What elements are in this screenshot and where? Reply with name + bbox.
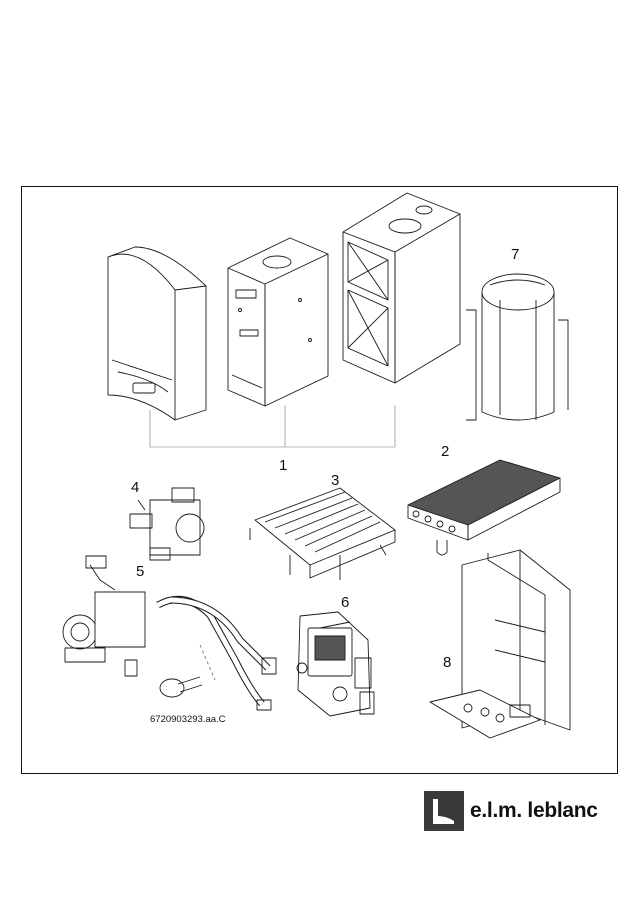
- callout-8: 8: [443, 654, 452, 671]
- callout-5: 5: [136, 563, 145, 580]
- callout-4: 4: [131, 479, 140, 496]
- front-casing: [107, 246, 207, 421]
- callout-6: 6: [341, 594, 350, 611]
- mounting-frame: [429, 549, 571, 739]
- brand-name: e.l.m. leblanc: [470, 799, 598, 822]
- diagram-frame: [21, 186, 618, 774]
- hydraulic-unit: [62, 555, 277, 711]
- inner-frame: [227, 237, 329, 407]
- callout-2: 2: [441, 443, 450, 460]
- expansion-vessel: [466, 273, 569, 421]
- brand-mark-icon: [424, 791, 464, 831]
- leader-lines: [149, 405, 396, 448]
- callout-7: 7: [511, 246, 520, 263]
- figure-reference: 6720903293.aa.C: [150, 714, 226, 725]
- callout-3: 3: [331, 472, 340, 489]
- gas-valve: [129, 487, 205, 561]
- heat-exchanger: [407, 459, 561, 556]
- brand-logo: e.l.m. leblanc: [424, 791, 598, 831]
- control-unit: [296, 611, 375, 717]
- burner: [249, 487, 396, 580]
- back-panel: [342, 192, 461, 384]
- callout-1: 1: [279, 457, 288, 474]
